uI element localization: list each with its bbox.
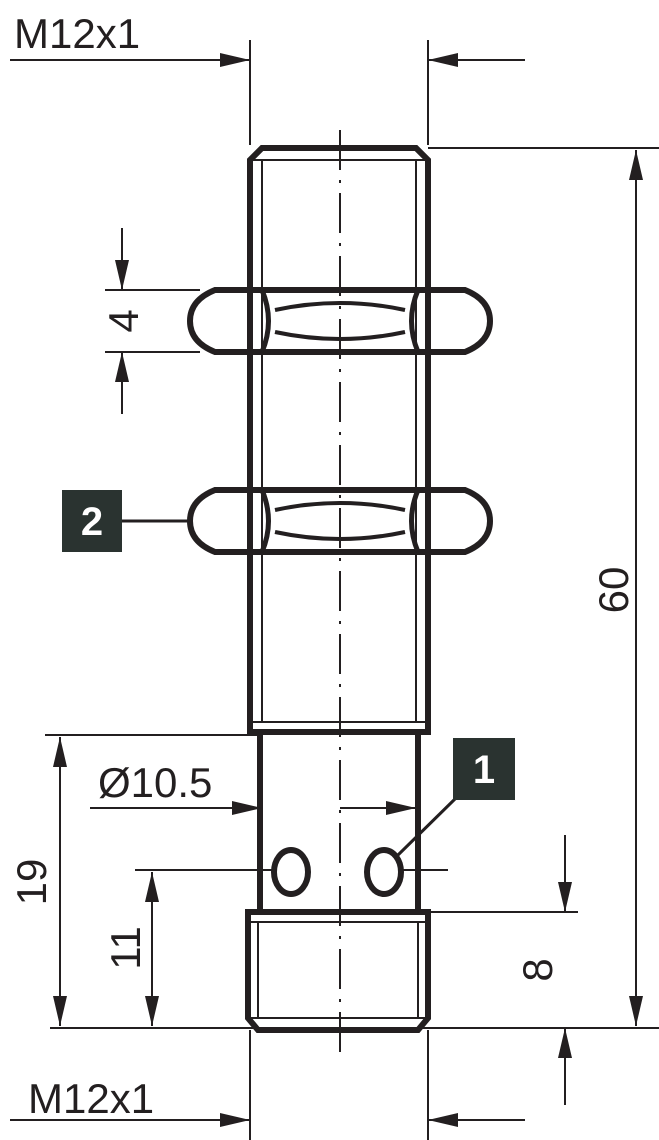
lower-thread-body: [245, 909, 431, 1033]
diameter-label: Ø10.5: [98, 759, 212, 806]
dim-11-label: 11: [102, 926, 149, 970]
svg-text:2: 2: [81, 500, 103, 544]
dim-19-label: 19: [8, 859, 55, 906]
dim-8-label: 8: [514, 958, 561, 981]
callout-1: 1: [453, 738, 515, 800]
led-hole-right: [364, 847, 404, 897]
thread-top-label: M12x1: [14, 10, 140, 57]
callout-2: 2: [62, 490, 122, 552]
nut-lower: [186, 487, 494, 555]
svg-text:1: 1: [473, 748, 495, 792]
nut-upper: [186, 287, 494, 355]
led-hole-left: [271, 847, 311, 897]
thread-bottom-label: M12x1: [28, 1075, 154, 1122]
overall-length-label: 60: [590, 567, 637, 614]
nut-height-label: 4: [100, 309, 147, 332]
